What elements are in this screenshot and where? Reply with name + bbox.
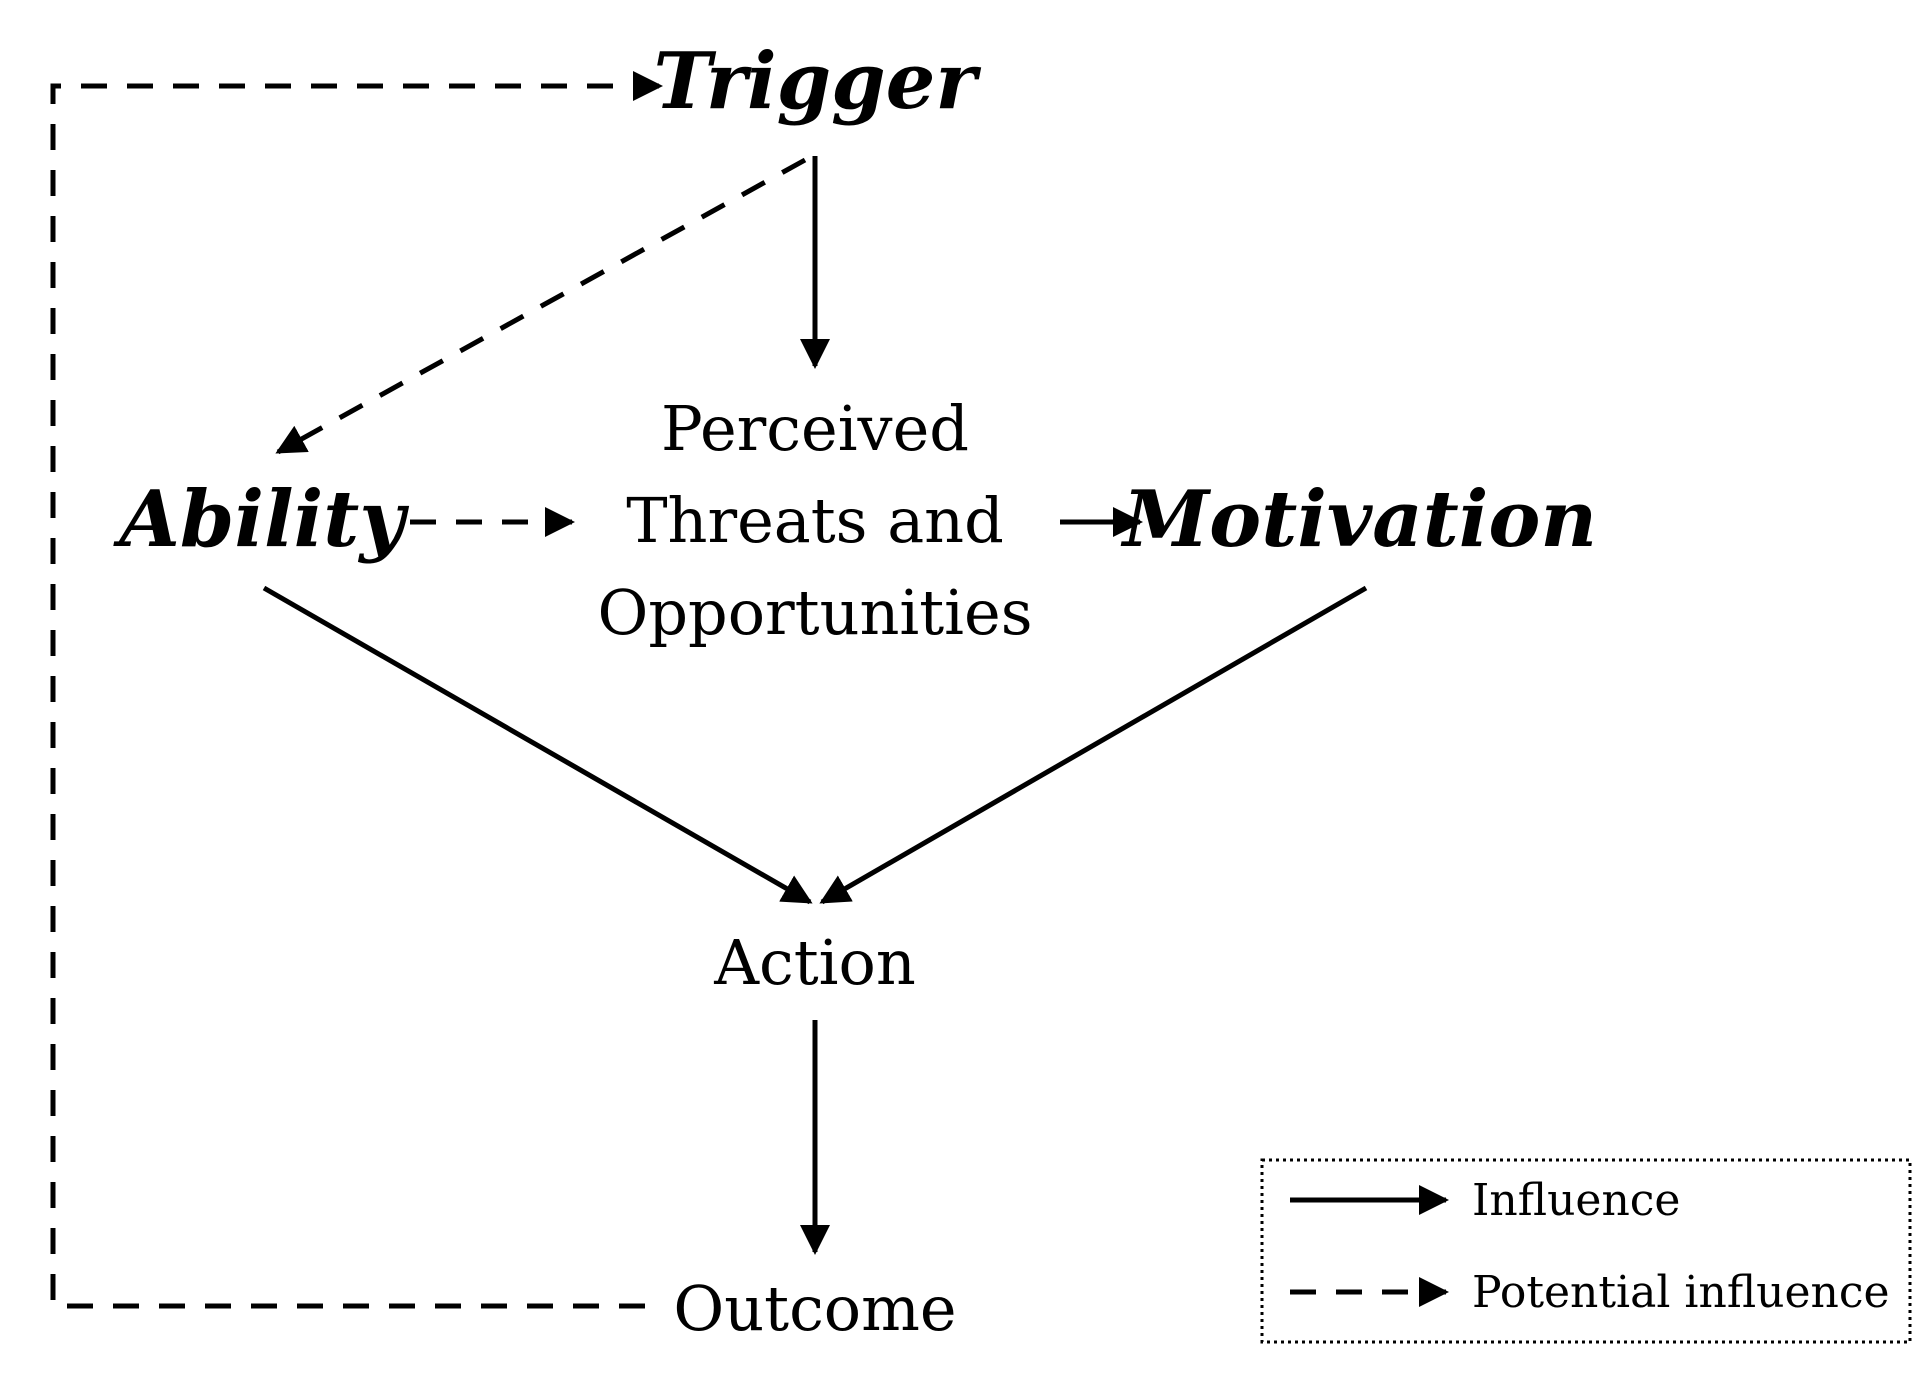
edge-motivation-to-action [819,585,1368,905]
legend-potential-influence-label: Potential influence [1472,1267,1890,1318]
edge-ability-to-action [262,585,813,905]
node-perceived-line1: Perceived [661,392,969,465]
node-trigger: Trigger [654,36,982,127]
node-motivation: Motivation [1120,474,1597,565]
legend: Influence Potential influence [1260,1158,1912,1344]
edge-trigger-to-ability [275,157,807,455]
node-perceived-line2: Threats and [626,484,1004,557]
node-ability: Ability [112,474,409,565]
legend-influence-label: Influence [1472,1175,1680,1226]
node-outcome: Outcome [673,1272,956,1345]
edge-outcome-to-trigger [50,71,663,1309]
node-action: Action [713,926,916,999]
edges [50,71,1368,1309]
nodes: Trigger Ability Perceived Threats and Op… [112,36,1597,1345]
legend-box [1260,1158,1912,1344]
node-perceived-line3: Opportunities [597,576,1032,649]
